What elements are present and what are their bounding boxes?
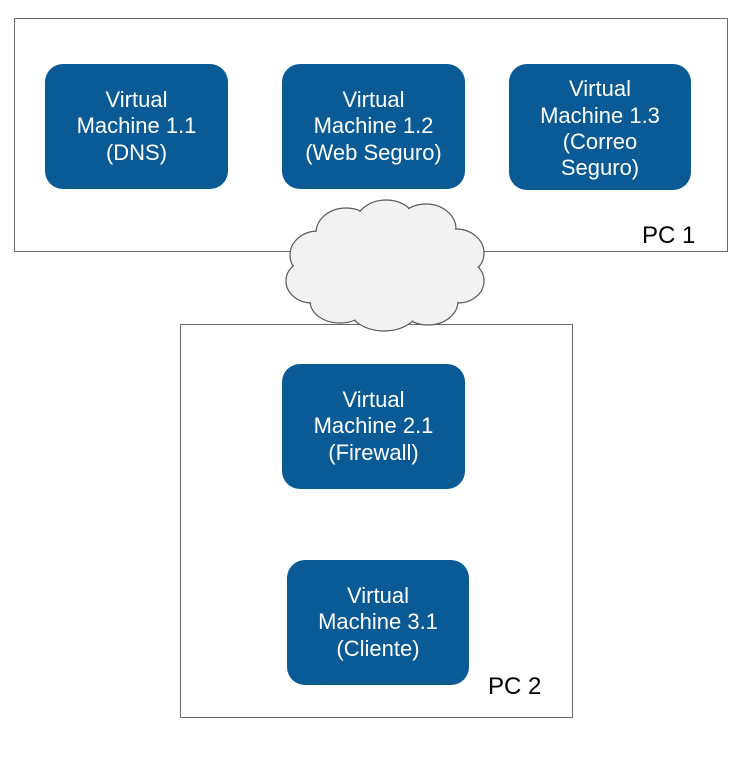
vm-line: Machine 1.3 — [540, 102, 660, 128]
vm-line: (Firewall) — [328, 439, 419, 465]
vm-line: Machine 2.1 — [313, 413, 434, 439]
vm-1-2-web-seguro: Virtual Machine 1.2 (Web Seguro) — [282, 64, 465, 189]
vm-3-1-cliente: Virtual Machine 3.1 (Cliente) — [287, 560, 469, 685]
vm-2-1-firewall: Virtual Machine 2.1 (Firewall) — [282, 364, 465, 489]
vm-line: Machine 1.2 — [313, 113, 434, 139]
vm-line: (Cliente) — [336, 635, 420, 661]
vm-line: Seguro) — [560, 155, 640, 181]
vm-line: Virtual — [342, 386, 405, 412]
vm-line: Virtual — [347, 582, 409, 608]
cloud-icon — [285, 199, 485, 332]
pc1-label: PC 1 — [642, 222, 696, 249]
vm-line: Virtual — [105, 86, 168, 112]
vm-1-1-dns: Virtual Machine 1.1 (DNS) — [45, 64, 228, 189]
vm-line: Virtual — [342, 86, 405, 112]
vm-line: Machine 1.1 — [76, 113, 197, 139]
vm-line: Virtual — [569, 76, 631, 102]
pc2-label: PC 2 — [488, 673, 542, 700]
vm-line: Machine 3.1 — [318, 609, 438, 635]
vm-line: (Correo — [562, 129, 638, 154]
vm-line: (DNS) — [105, 139, 168, 165]
vm-line: (Web Seguro) — [305, 139, 442, 165]
vm-1-3-correo-seguro: Virtual Machine 1.3 (Correo Seguro) — [509, 64, 691, 190]
